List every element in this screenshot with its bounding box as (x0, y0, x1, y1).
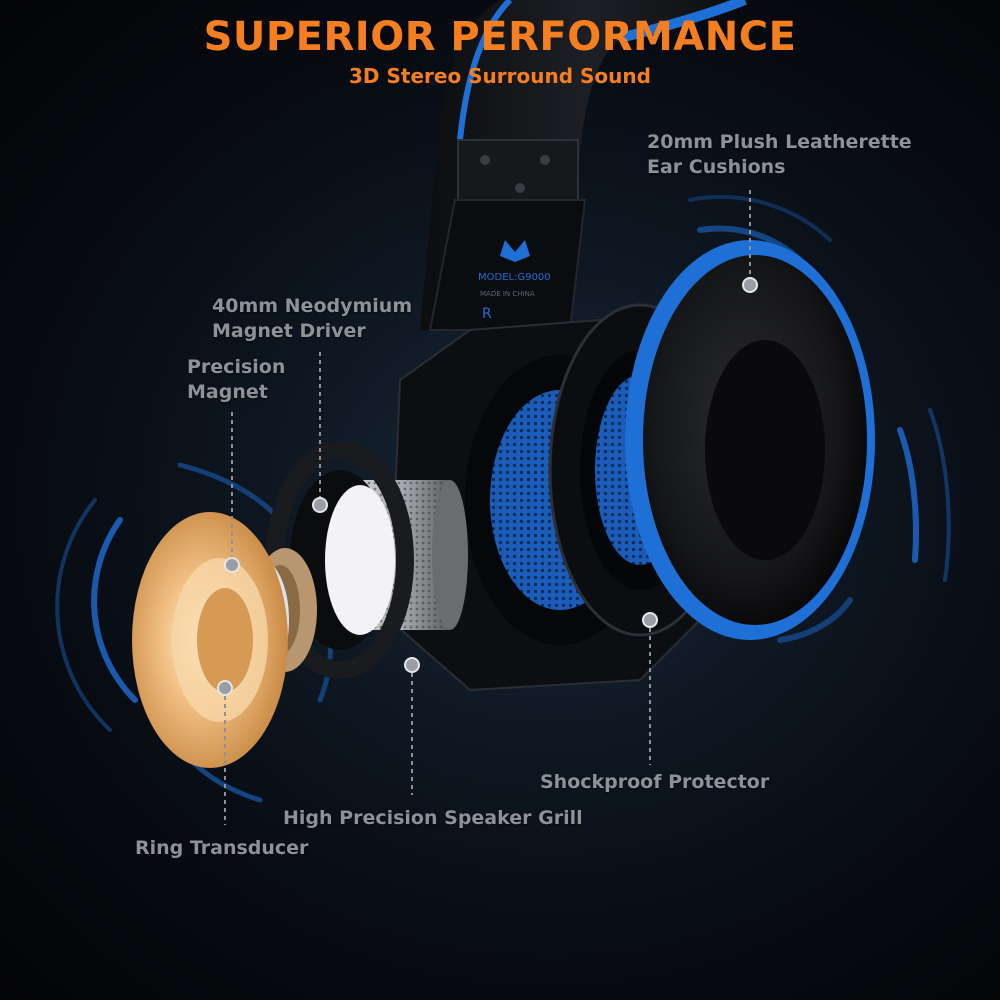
callout-ear-cushions-line1: 20mm Plush Leatherette (647, 131, 912, 153)
callout-magnet-line2: Magnet (187, 381, 268, 403)
ring-transducer (132, 512, 288, 768)
callout-driver: 40mm Neodymium Magnet Driver (212, 294, 412, 344)
callout-driver-line2: Magnet Driver (212, 320, 366, 342)
brand-logo-icon (500, 240, 530, 262)
callout-shockproof-line1: Shockproof Protector (540, 771, 770, 793)
callout-ring-transducer: Ring Transducer (135, 836, 308, 861)
page-subtitle: 3D Stereo Surround Sound (349, 64, 651, 88)
callout-dots (217, 277, 758, 696)
page-title: SUPERIOR PERFORMANCE (203, 14, 797, 60)
headband (420, 0, 760, 331)
callout-ear-cushions-line2: Ear Cushions (647, 156, 786, 178)
made-in-text: MADE IN CHINA (480, 290, 535, 298)
callout-ring-transducer-line1: Ring Transducer (135, 837, 309, 859)
leader-lines (224, 190, 751, 825)
callout-speaker-grill-line1: High Precision Speaker Grill (283, 807, 583, 829)
callout-magnet: Precision Magnet (187, 355, 285, 405)
callout-speaker-grill: High Precision Speaker Grill (283, 806, 583, 831)
callout-magnet-line1: Precision (187, 356, 286, 378)
callout-shockproof: Shockproof Protector (540, 770, 769, 795)
model-text: MODEL:G9000 (478, 272, 551, 283)
side-mark: R (482, 306, 492, 322)
callout-ear-cushions: 20mm Plush Leatherette Ear Cushions (647, 130, 912, 180)
callout-driver-line1: 40mm Neodymium (212, 295, 413, 317)
ear-cushion (625, 240, 875, 640)
